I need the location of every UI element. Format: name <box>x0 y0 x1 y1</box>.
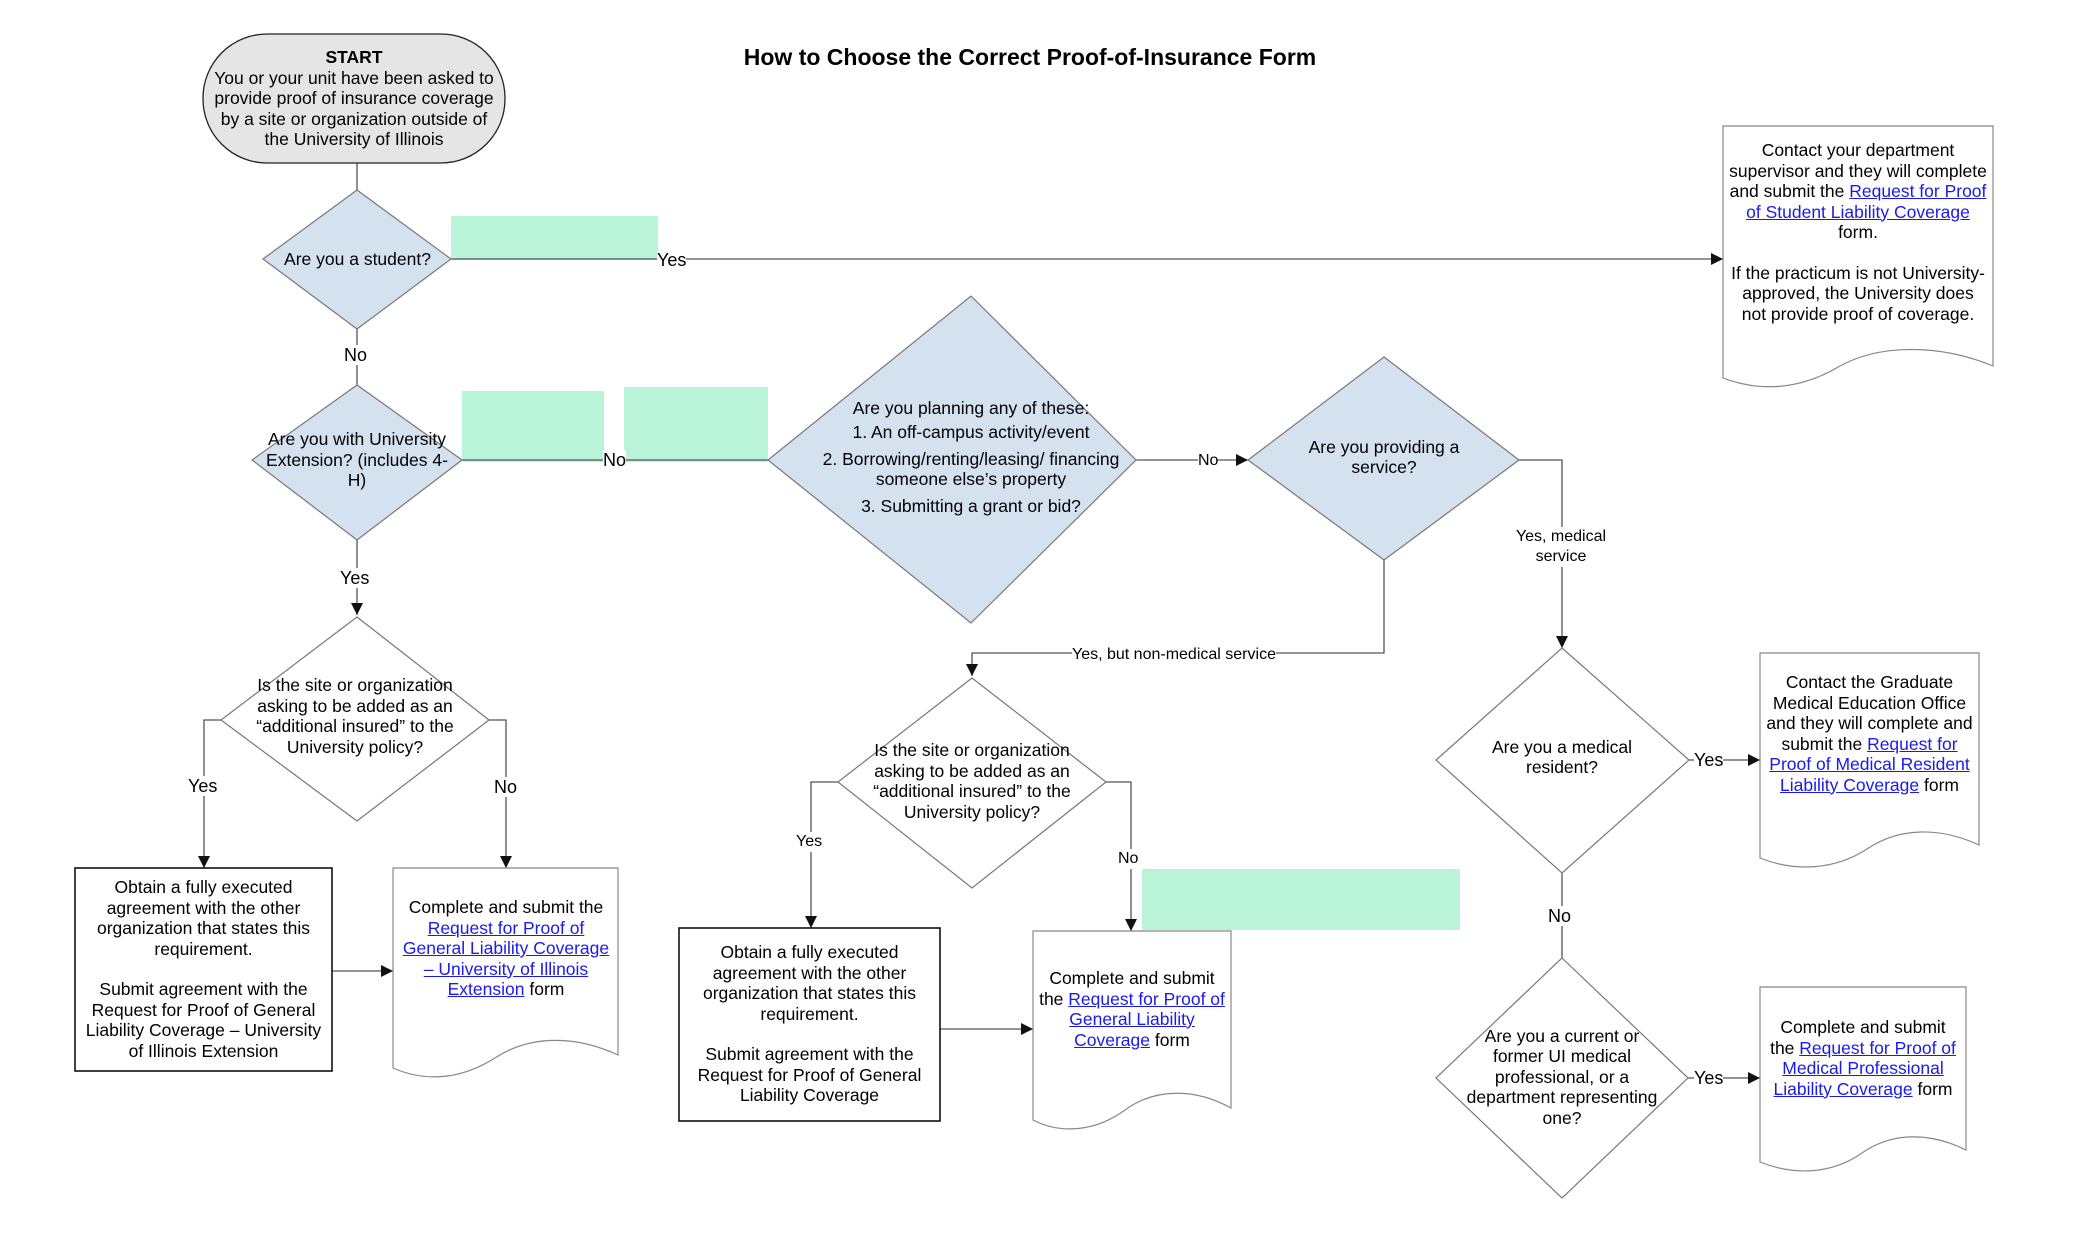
decision-service: Are you providing a service? <box>1296 432 1472 482</box>
start-text: You or your unit have been asked to prov… <box>214 67 494 150</box>
edge-label: Yes <box>657 250 687 270</box>
decision-student: Are you a student? <box>275 239 440 279</box>
decision-medical-resident-shape <box>1435 647 1690 874</box>
outcome-medical-professional: Complete and submit the Request for Proo… <box>1766 1017 1960 1127</box>
edge-label: Yes, but non-medical service <box>1072 645 1276 665</box>
decision-additional-insured-left: Is the site or organization asking to be… <box>248 660 462 772</box>
document-student-shape <box>1722 125 1994 388</box>
decision-medical-professional: Are you a current or former UI medical p… <box>1458 1022 1666 1132</box>
outcome-student: Contact your department supervisor and t… <box>1729 140 1987 340</box>
outcome-student-text: Contact your department supervisor and t… <box>1729 140 1987 242</box>
list-item: 2. Borrowing/renting/leasing/ financing … <box>822 448 1120 490</box>
decision-planning: Are you planning any of these: 1. An off… <box>820 390 1122 530</box>
decision-additional-insured-mid-shape <box>837 677 1107 889</box>
edge-label: No <box>1118 849 1139 869</box>
connector <box>1519 459 1568 648</box>
outcome-general-form-text: Complete and submit the Request for Proo… <box>1039 968 1225 1050</box>
outcome-extension-agreement: Obtain a fully executed agreement with t… <box>82 874 325 1064</box>
decision-planning-list: 1. An off-campus activity/event 2. Borro… <box>820 422 1122 522</box>
decision-additional-insured-mid: Is the site or organization asking to be… <box>862 725 1082 837</box>
edge-label: Yes <box>340 568 370 588</box>
document-medical-professional-shape <box>1759 986 1967 1172</box>
student-liability-form-link[interactable]: Request for Proof of Student Liability C… <box>1746 181 1987 222</box>
list-item: 3. Submitting a grant or bid? <box>861 495 1081 516</box>
process-extension-agreement-shape <box>74 867 333 1072</box>
edge-label: No <box>603 450 627 470</box>
edge-label: No <box>344 345 368 365</box>
edge-label: Yes <box>188 776 218 796</box>
document-extension-shape <box>392 867 619 1078</box>
decision-medical-resident: Are you a medical resident? <box>1482 732 1642 782</box>
edge-label: No <box>1548 906 1572 926</box>
edge-label: Yes <box>1694 750 1724 770</box>
decision-service-text: Are you providing a service? <box>1308 436 1460 478</box>
medical-resident-form-link[interactable]: Request for Proof of Medical Resident Li… <box>1769 733 1970 795</box>
medical-professional-form-link[interactable]: Request for Proof of Medical Professiona… <box>1773 1037 1956 1099</box>
decision-medical-professional-text: Are you a current or former UI medical p… <box>1466 1025 1658 1128</box>
decision-student-text: Are you a student? <box>284 248 431 269</box>
general-liability-form-link[interactable]: Request for Proof of General Liability C… <box>1068 988 1225 1050</box>
decision-additional-insured-mid-text: Is the site or organization asking to be… <box>873 740 1071 822</box>
decision-planning-heading: Are you planning any of these: <box>852 397 1090 418</box>
decision-extension-shape <box>250 384 464 541</box>
decision-service-shape <box>1246 356 1520 561</box>
decision-medical-resident-text: Are you a medical resident? <box>1491 736 1633 778</box>
outcome-general-form: Complete and submit the Request for Proo… <box>1036 968 1228 1068</box>
outcome-extension-form: Complete and submit the Request for Proo… <box>396 897 616 1007</box>
process-general-agreement-shape <box>678 927 941 1122</box>
connector <box>198 719 221 868</box>
highlight-box <box>451 216 658 260</box>
start-terminator <box>202 33 506 164</box>
outcome-general-agreement: Obtain a fully executed agreement with t… <box>686 934 933 1114</box>
outcome-extension-agreement-p2: Submit agreement with the Request for Pr… <box>85 979 322 1061</box>
highlight-box <box>462 391 604 462</box>
outcome-general-agreement-p2: Submit agreement with the Request for Pr… <box>697 1044 922 1106</box>
outcome-medical-professional-text: Complete and submit the Request for Proo… <box>1770 1017 1956 1099</box>
connector <box>489 719 512 868</box>
highlight-box <box>1142 869 1460 930</box>
edge-label: Yes, medical service <box>1511 527 1611 567</box>
decision-additional-insured-left-text: Is the site or organization asking to be… <box>256 675 454 757</box>
outcome-extension-form-text: Complete and submit the Request for Proo… <box>402 897 610 1000</box>
connector <box>1106 781 1137 931</box>
start-heading: START <box>325 47 383 68</box>
decision-extension: Are you with University Extension? (incl… <box>262 420 452 500</box>
start-node: START You or your unit have been asked t… <box>210 38 498 159</box>
edge-label: Yes <box>1694 1068 1724 1088</box>
outcome-medical-resident: Contact the Graduate Medical Education O… <box>1764 672 1975 812</box>
page-title: How to Choose the Correct Proof-of-Insur… <box>743 44 1317 70</box>
decision-medical-professional-shape <box>1435 957 1689 1199</box>
outcome-general-agreement-p1: Obtain a fully executed agreement with t… <box>702 942 917 1024</box>
connector <box>805 781 838 928</box>
document-medical-resident-shape <box>1759 652 1980 868</box>
highlight-box <box>624 387 768 462</box>
extension-liability-form-link[interactable]: Request for Proof of General Liability C… <box>402 917 610 1000</box>
edge-label: Yes <box>796 832 823 852</box>
decision-extension-text: Are you with University Extension? (incl… <box>266 429 448 491</box>
edge-label: No <box>494 777 518 797</box>
list-item: 1. An off-campus activity/event <box>852 422 1090 443</box>
edge-label: No <box>1198 451 1219 471</box>
decision-additional-insured-left-shape <box>219 616 490 822</box>
outcome-medical-resident-text: Contact the Graduate Medical Education O… <box>1766 672 1973 795</box>
decision-student-shape <box>261 189 453 330</box>
outcome-student-note: If the practicum is not University-appro… <box>1731 262 1985 324</box>
decision-planning-shape <box>767 295 1137 624</box>
document-general-shape <box>1032 930 1232 1130</box>
outcome-extension-agreement-p1: Obtain a fully executed agreement with t… <box>96 877 311 959</box>
